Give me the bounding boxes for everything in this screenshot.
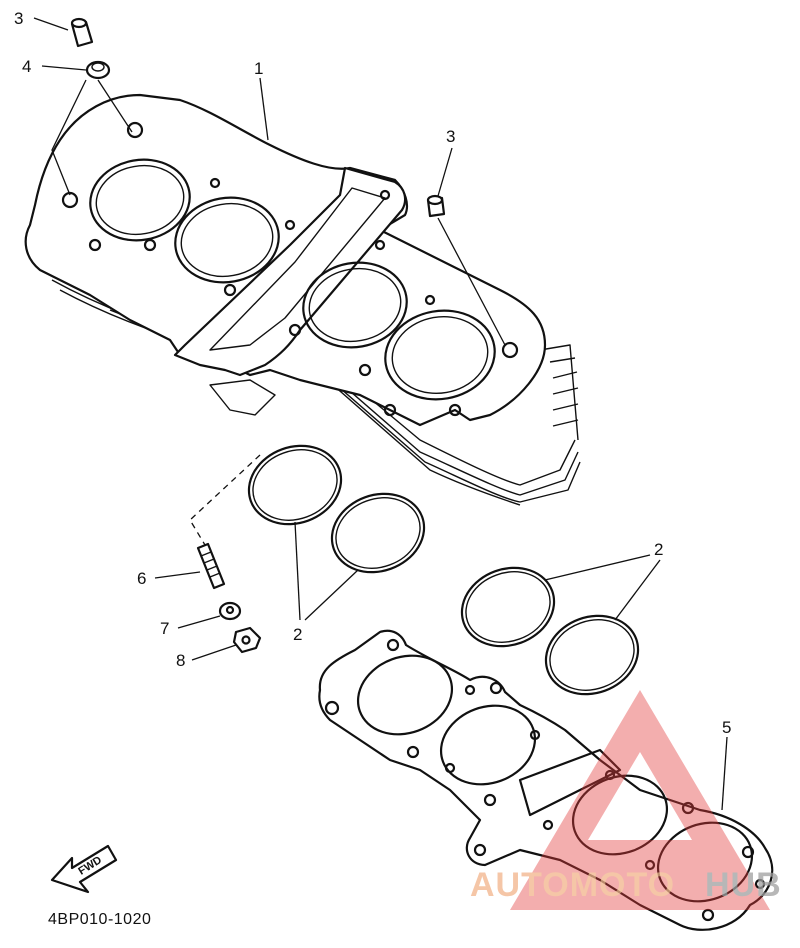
cam-chain-tunnel [173, 166, 407, 377]
washer [218, 601, 242, 621]
callout-labels: 1 3 4 3 6 7 8 2 2 5 [14, 9, 731, 737]
collar-ring [85, 60, 111, 80]
dowel-pin-top [70, 17, 94, 48]
callout-7: 7 [160, 619, 169, 638]
callout-1: 1 [254, 59, 263, 78]
watermark-text-part1: AUTOMOTO [470, 866, 675, 904]
gasket-holes [324, 638, 766, 922]
callout-2-lower: 2 [293, 625, 302, 644]
o-ring-4 [544, 614, 640, 696]
bore-1 [89, 158, 191, 242]
stud-bolt [196, 542, 226, 590]
callout-2-upper: 2 [654, 540, 663, 559]
callout-4: 4 [22, 57, 31, 76]
bore-4 [384, 309, 496, 401]
forward-arrow-icon: FWD [50, 844, 118, 894]
diagram-code: 4BP010-1020 [48, 911, 151, 928]
o-rings [247, 444, 640, 696]
deck-holes [61, 121, 519, 417]
watermark-logo: AUTOMOTO HUB [470, 690, 782, 910]
o-ring-3 [460, 566, 556, 648]
callout-5: 5 [722, 718, 731, 737]
nut [232, 626, 262, 654]
base-gasket [318, 629, 774, 931]
callout-3-top: 3 [14, 9, 23, 28]
watermark-triangle-icon [510, 690, 770, 910]
callout-3-right: 3 [446, 127, 455, 146]
watermark-text-part2: HUB [705, 866, 782, 904]
bore-3 [302, 261, 408, 349]
o-ring-2 [330, 492, 426, 574]
callout-8: 8 [176, 651, 185, 670]
o-ring-1 [247, 444, 343, 526]
callout-6: 6 [137, 569, 146, 588]
bore-2 [174, 196, 280, 284]
dowel-pin-right [426, 194, 446, 218]
cylinder-block [24, 93, 581, 506]
leader-lines [33, 17, 728, 811]
